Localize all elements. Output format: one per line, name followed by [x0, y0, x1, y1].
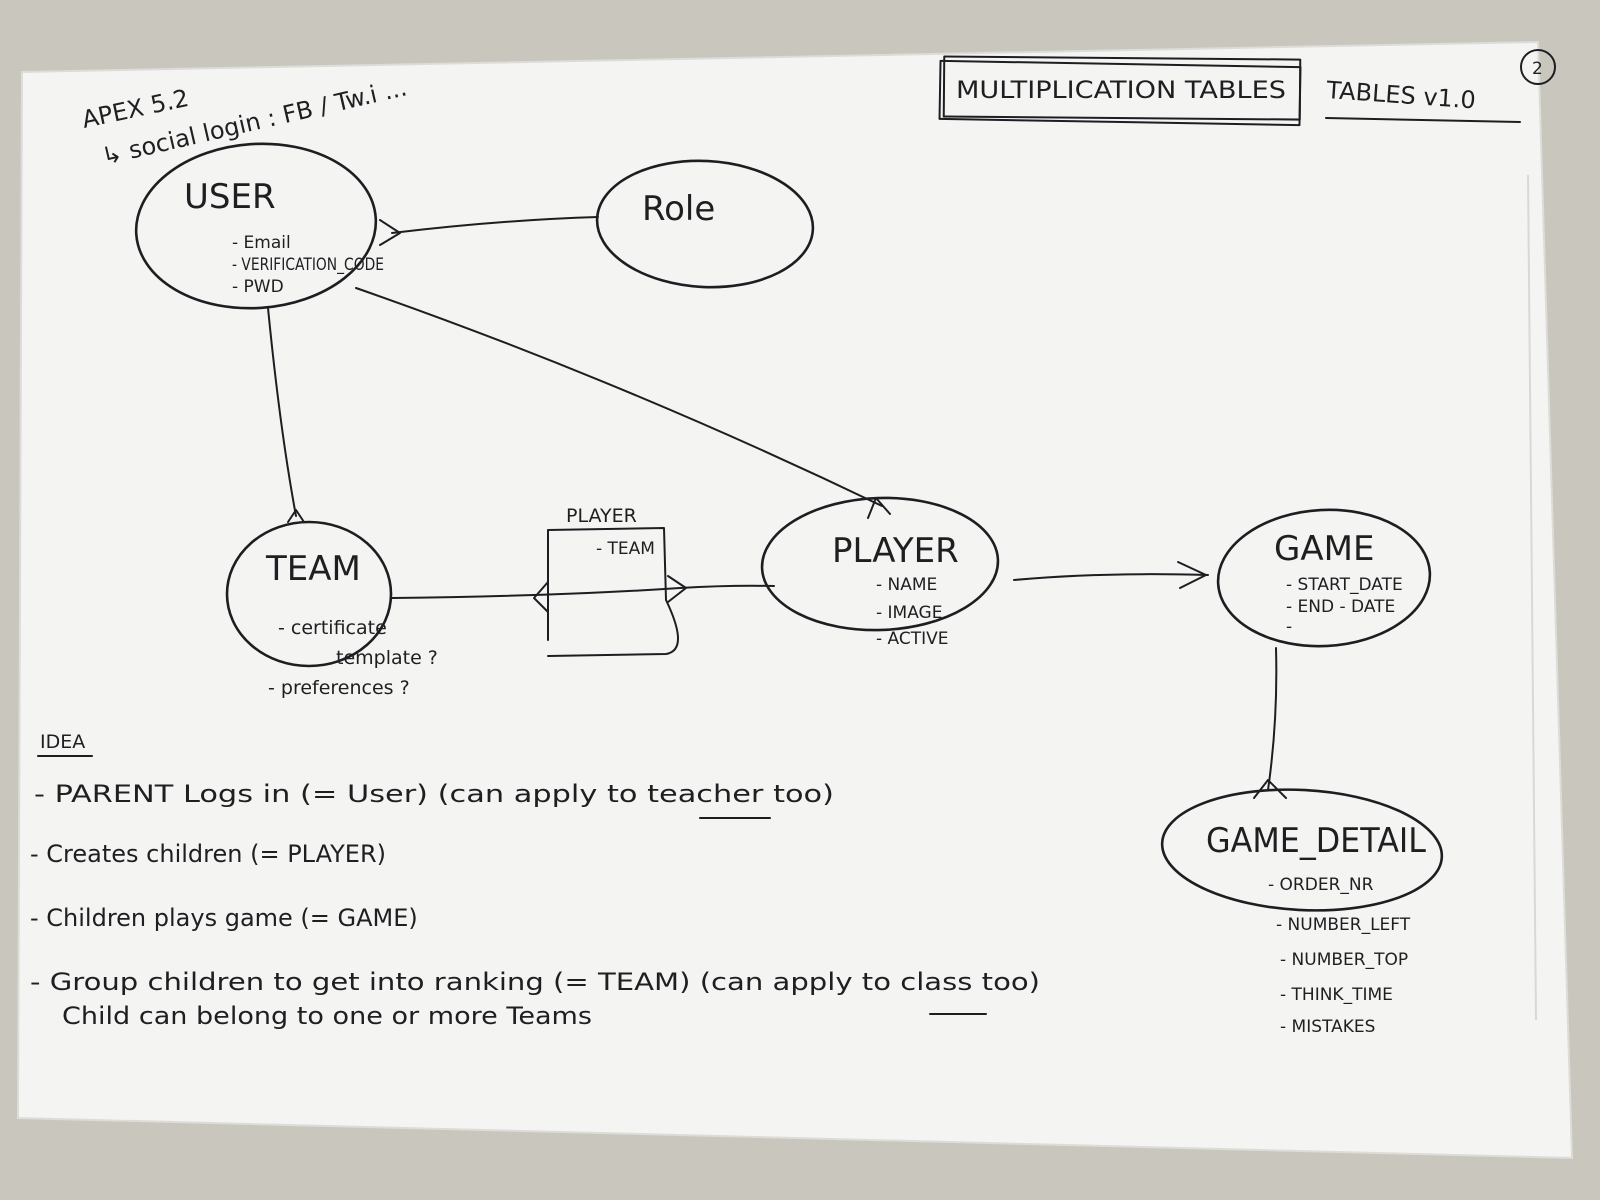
- idea-item-3: - Children plays game (= GAME): [30, 904, 418, 932]
- player-attr-name: - NAME: [876, 575, 937, 595]
- player-team-attr-team: - TEAM: [596, 539, 655, 559]
- game-attr-end-date: - END - DATE: [1286, 597, 1395, 617]
- game-detail-entity: GAME_DETAIL - ORDER_NR - NUMBER_LEFT - N…: [1160, 788, 1444, 1037]
- game-detail-attr-think-time: - THINK_TIME: [1280, 985, 1393, 1005]
- role-ellipse: [595, 159, 815, 289]
- idea-heading: IDEA: [40, 731, 85, 753]
- game-detail-attr-order-nr: - ORDER_NR: [1268, 875, 1374, 895]
- game-detail-attr-number-top: - NUMBER_TOP: [1280, 950, 1408, 970]
- crowfoot-junction-team: [533, 581, 549, 613]
- player-attr-active: - ACTIVE: [876, 629, 949, 649]
- role-entity-name: Role: [642, 189, 715, 229]
- paper-fold-line: [1527, 174, 1537, 1021]
- idea-item-4: - Group children to get into ranking (= …: [30, 968, 1040, 996]
- idea-notes: IDEA - PARENT Logs in (= User) (can appl…: [30, 731, 1040, 1030]
- game-ellipse: [1216, 508, 1432, 648]
- team-attr-template: template ?: [336, 647, 438, 669]
- user-attr-verification-code: - VERIFICATION_CODE: [232, 255, 384, 275]
- player-team-name: PLAYER: [566, 505, 637, 527]
- team-ellipse: [225, 520, 393, 668]
- team-attr-preferences: - preferences ?: [268, 677, 410, 699]
- crowfoot-junction-player: [667, 575, 687, 603]
- crowfoot-game-player: [1177, 561, 1207, 589]
- team-attr-certificate: - certificate: [278, 617, 387, 639]
- user-entity: USER - Email - VERIFICATION_CODE - PWD: [134, 142, 384, 310]
- idea-continuation: Child can belong to one or more Teams: [62, 1002, 592, 1030]
- page-number: 2: [1532, 59, 1543, 79]
- role-entity: Role: [595, 159, 815, 289]
- user-entity-name: USER: [184, 177, 276, 217]
- user-ellipse: [134, 142, 378, 310]
- player-entity: PLAYER - NAME - IMAGE - ACTIVE: [760, 496, 1000, 649]
- game-entity: GAME - START_DATE - END - DATE -: [1216, 508, 1432, 648]
- tables-underline: [1325, 117, 1521, 123]
- game-detail-ellipse: [1160, 788, 1444, 912]
- player-entity-name: PLAYER: [832, 531, 959, 571]
- user-attr-pwd: - PWD: [232, 277, 284, 297]
- crowfoot-team-user: [287, 509, 305, 523]
- paper-sheet: [16, 40, 1574, 1160]
- game-detail-entity-name: GAME_DETAIL: [1206, 821, 1426, 861]
- project-title: MULTIPLICATION TABLES: [956, 76, 1286, 104]
- crowfoot-user-role: [379, 219, 401, 246]
- game-detail-attr-mistakes: - MISTAKES: [1280, 1017, 1375, 1037]
- game-attr-start-date: - START_DATE: [1286, 575, 1403, 595]
- game-attr-blank: -: [1286, 617, 1292, 637]
- user-attr-email: - Email: [232, 233, 291, 253]
- player-attr-image: - IMAGE: [876, 603, 942, 623]
- relationship-lines: [267, 216, 1287, 799]
- page-number-circle: [1520, 49, 1556, 85]
- idea-item-2: - Creates children (= PLAYER): [30, 840, 386, 868]
- idea-item-1: - PARENT Logs in (= User) (can apply to …: [34, 780, 834, 808]
- title-box: MULTIPLICATION TABLES: [938, 55, 1302, 127]
- game-entity-name: GAME: [1274, 529, 1374, 569]
- team-entity-name: TEAM: [265, 549, 361, 589]
- team-entity: TEAM - certificate template ? - preferen…: [225, 520, 438, 699]
- game-detail-attr-number-left: - NUMBER_LEFT: [1276, 915, 1411, 935]
- player-team-box: [547, 527, 679, 657]
- player-ellipse: [760, 496, 1000, 632]
- player-team-entity: PLAYER - TEAM: [547, 505, 679, 657]
